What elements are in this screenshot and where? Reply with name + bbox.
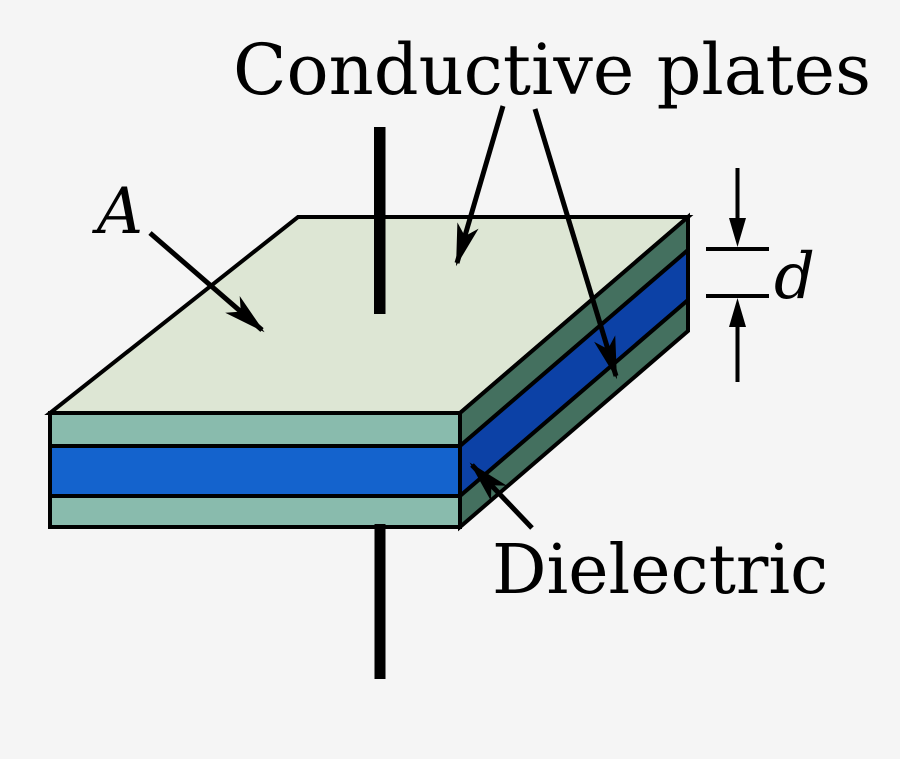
dielectric-front-face xyxy=(48,444,462,498)
area-label: A xyxy=(92,175,143,249)
top-lead-wire xyxy=(374,127,386,314)
bottom-lead-wire xyxy=(374,524,386,679)
area-arrow xyxy=(148,231,265,333)
top-plate-front-face xyxy=(48,411,462,448)
distance-label: d xyxy=(774,240,815,314)
conductive-plates-arrow-bottom xyxy=(532,108,619,380)
bottom-plate-front-face xyxy=(48,494,462,529)
conductive-plates-label: Conductive plates xyxy=(233,29,871,111)
dielectric-label: Dielectric xyxy=(492,531,828,610)
dimension-upper-arrowhead xyxy=(729,218,746,247)
dimension-lower-arrowhead xyxy=(729,298,746,327)
conductive-plates-arrow-top xyxy=(454,105,506,267)
dielectric-arrow xyxy=(469,462,534,530)
